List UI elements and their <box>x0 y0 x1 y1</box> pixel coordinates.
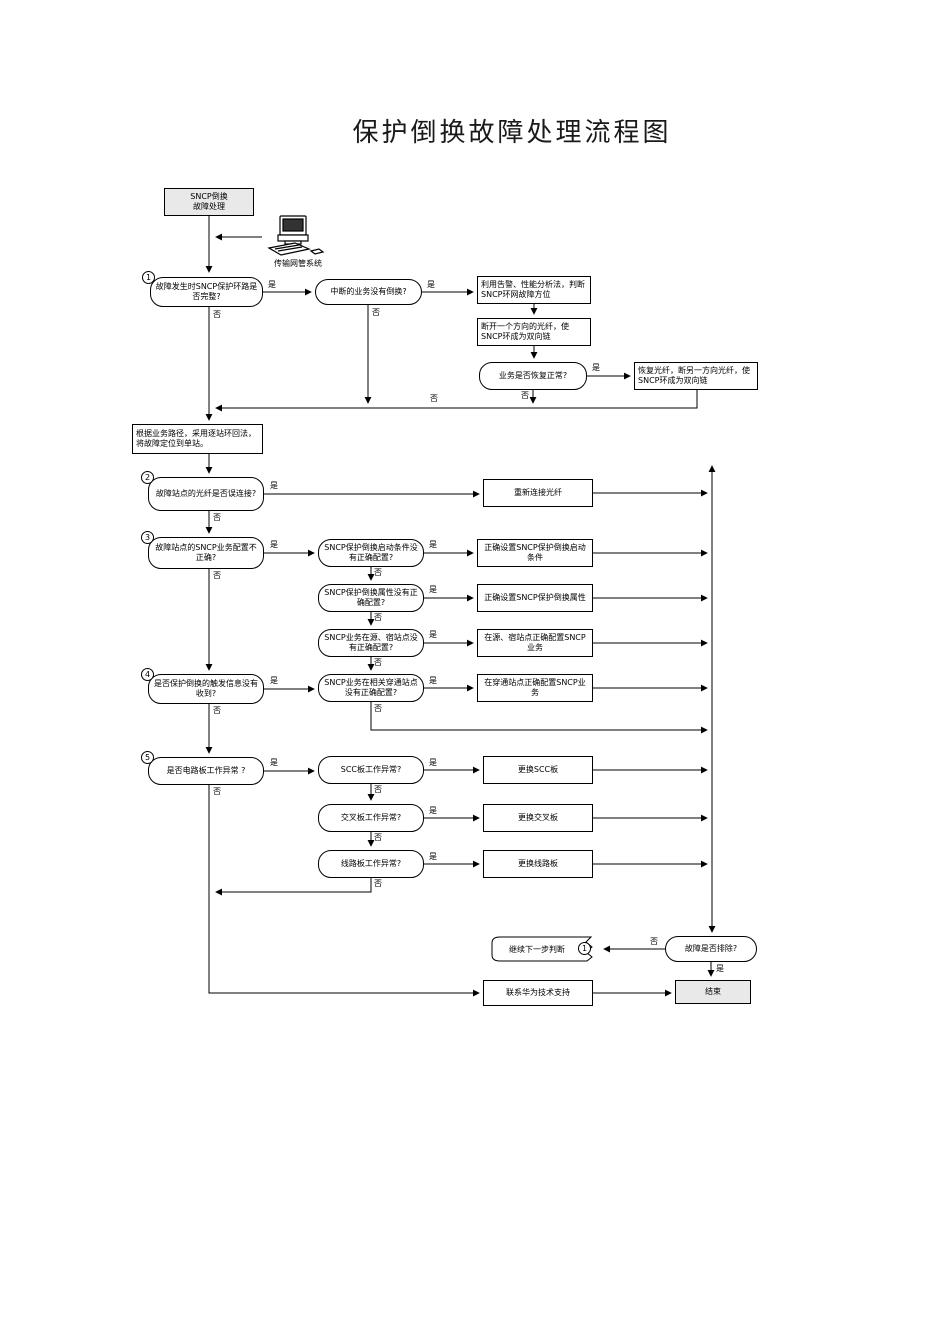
decision-board-abnormal: 是否电路板工作异常 ? <box>148 757 264 785</box>
edge-label-yes: 是 <box>429 630 437 639</box>
decision-switch-condition-config: SNCP保护倒换启动条件没有正确配置? <box>318 539 424 567</box>
action-config-passthrough: 在穿通站点正确配置SNCP业务 <box>477 674 593 702</box>
edge-label-yes: 是 <box>429 852 437 861</box>
edge-label-no: 否 <box>374 879 382 888</box>
edge-label-no: 否 <box>521 391 529 400</box>
decision-trigger-not-received: 是否保护倒换的触发信息没有收到? <box>148 674 264 704</box>
edge-label-no: 否 <box>374 704 382 713</box>
decision-fiber-misconnected: 故障站点的光纤是否误连接? <box>148 477 264 511</box>
edge-label-no: 否 <box>374 785 382 794</box>
next-step-number: 1 <box>578 942 591 955</box>
action-reconnect-fiber: 重新连接光纤 <box>483 479 593 507</box>
page-title: 保护倒换故障处理流程图 <box>352 118 672 147</box>
edge-label-no: 否 <box>650 937 658 946</box>
step-number-1: 1 <box>142 271 155 284</box>
step-number-3: 3 <box>141 531 154 544</box>
step-number-4: 4 <box>141 668 154 681</box>
action-config-source-sink: 在源、宿站点正确配置SNCP业务 <box>477 629 593 657</box>
decision-ring-complete: 故障发生时SNCP保护环路是否完整? <box>150 277 263 307</box>
edge-label-no: 否 <box>372 308 380 317</box>
edge-label-yes: 是 <box>270 676 278 685</box>
edge-label-yes: 是 <box>592 363 600 372</box>
edge-label-yes: 是 <box>429 758 437 767</box>
edge-label-no: 否 <box>374 613 382 622</box>
edge-label-yes: 是 <box>429 806 437 815</box>
decision-service-recovered: 业务是否恢复正常? <box>479 362 587 390</box>
edge-label-yes: 是 <box>716 964 724 973</box>
decision-service-not-switched: 中断的业务没有倒换? <box>315 279 422 305</box>
decision-scc-board: SCC板工作异常? <box>318 756 424 784</box>
action-replace-line: 更换线路板 <box>483 850 593 878</box>
step-number-5: 5 <box>141 751 154 764</box>
start-node: SNCP倒换 故障处理 <box>164 188 254 216</box>
edge-label-yes: 是 <box>268 280 276 289</box>
action-replace-scc: 更换SCC板 <box>483 756 593 784</box>
action-break-fiber: 断开一个方向的光纤，使SNCP环成为双向链 <box>477 318 591 346</box>
decision-line-board: 线路板工作异常? <box>318 850 424 878</box>
decision-cross-board: 交叉板工作异常? <box>318 804 424 832</box>
decision-fault-cleared: 故障是否排除? <box>665 936 757 962</box>
decision-switch-attribute-config: SNCP保护倒换属性没有正确配置? <box>318 584 424 612</box>
edge-label-no: 否 <box>213 706 221 715</box>
edge-label-yes: 是 <box>429 540 437 549</box>
action-restore-fiber: 恢复光纤，断另一方向光纤，使SNCP环成为双向链 <box>634 362 758 390</box>
decision-passthrough-config: SNCP业务在相关穿通站点没有正确配置? <box>318 674 424 702</box>
action-set-switch-attribute: 正确设置SNCP保护倒换属性 <box>477 584 593 612</box>
edge-label-yes: 是 <box>270 481 278 490</box>
edge-label-no: 否 <box>213 513 221 522</box>
end-node: 结束 <box>675 980 751 1004</box>
edge-label-yes: 是 <box>429 585 437 594</box>
edge-label-no: 否 <box>213 787 221 796</box>
decision-sncp-config-wrong: 故障站点的SNCP业务配置不正确? <box>148 537 264 569</box>
edge-label-yes: 是 <box>429 676 437 685</box>
edge-label-no: 否 <box>430 394 438 403</box>
computer-icon <box>263 214 329 258</box>
step-number-2: 2 <box>141 471 154 484</box>
decision-source-sink-config: SNCP业务在源、宿站点没有正确配置? <box>318 629 424 657</box>
edge-label-no: 否 <box>213 571 221 580</box>
nms-caption: 传输网管系统 <box>274 259 322 268</box>
edge-label-no: 否 <box>374 568 382 577</box>
edge-label-no: 否 <box>374 658 382 667</box>
edge-label-no: 否 <box>213 310 221 319</box>
edge-label-yes: 是 <box>427 280 435 289</box>
edge-label-no: 否 <box>374 833 382 842</box>
action-locate-fault: 根据业务路径，采用逐站环回法，将故障定位到单站。 <box>132 424 263 454</box>
edge-label-yes: 是 <box>270 540 278 549</box>
action-set-switch-condition: 正确设置SNCP保护倒换启动条件 <box>477 539 593 567</box>
action-contact-support: 联系华为技术支持 <box>483 980 593 1006</box>
connector-next-step: 继续下一步判断 1 <box>490 936 598 962</box>
action-analyze-fault: 利用告警、性能分析法，判断SNCP环网故障方位 <box>477 276 591 304</box>
edge-label-yes: 是 <box>270 758 278 767</box>
action-replace-cross: 更换交叉板 <box>483 804 593 832</box>
